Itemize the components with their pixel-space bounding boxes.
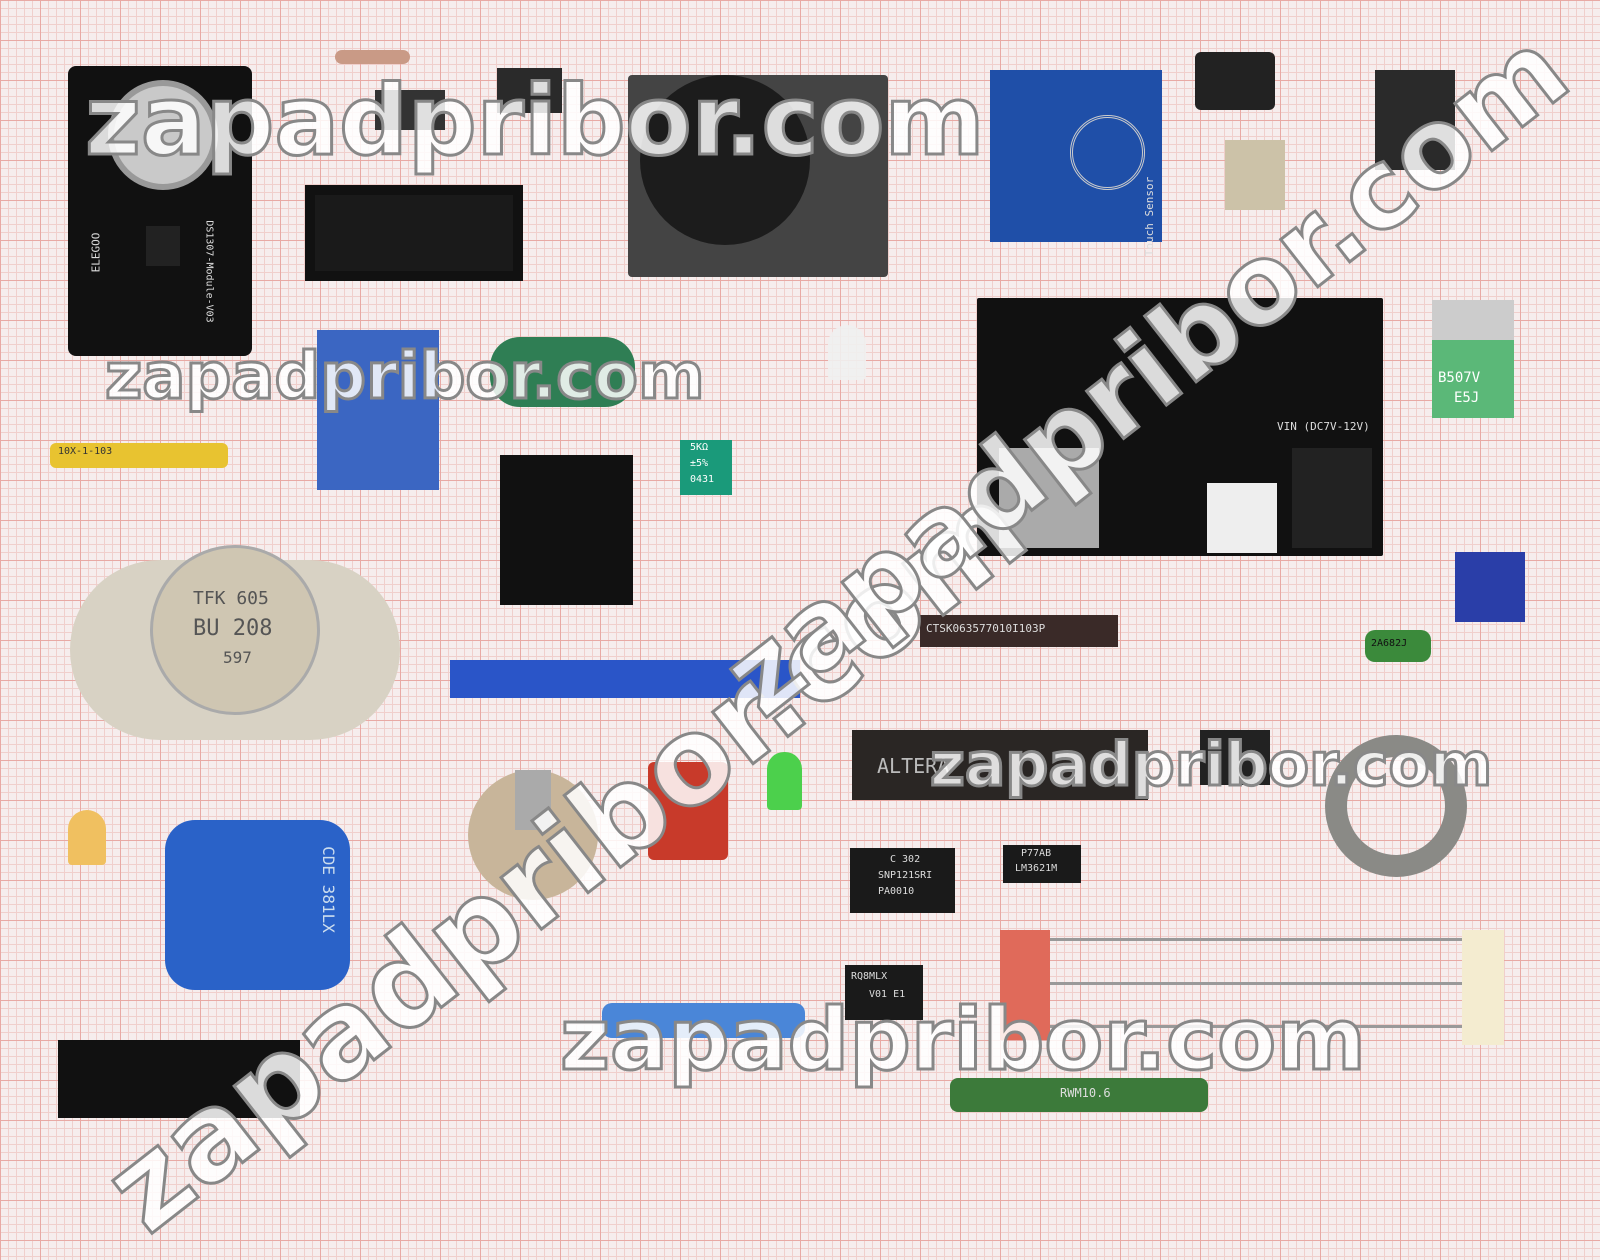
diode-tape-right xyxy=(1462,930,1504,1045)
soic1-line1: P77AB xyxy=(1021,848,1052,859)
to220-green-line2: E5J xyxy=(1454,390,1480,406)
coin-cell xyxy=(108,80,218,190)
soic3-line2: V01 E1 xyxy=(869,989,906,1000)
wirewound-label: RWM10.6 xyxy=(1060,1086,1111,1100)
joystick-knob xyxy=(640,75,810,245)
edge-connector xyxy=(450,660,800,698)
ic-socket xyxy=(305,185,523,281)
sip-resistor: 10X-1-103 xyxy=(50,443,228,468)
resistor xyxy=(335,50,410,64)
eprom-label: ALTERA xyxy=(877,754,950,778)
watermark: zapadpribor.com xyxy=(84,64,987,179)
dc-jack xyxy=(1292,448,1372,548)
soic3-line1: RQ8MLX xyxy=(851,971,888,982)
led-clear xyxy=(828,325,866,380)
rtc-name: DS1307-Module-V03 xyxy=(203,220,215,323)
diode-lead-2 xyxy=(1050,982,1462,985)
crystal xyxy=(1225,140,1285,210)
to220-green-line1: B507V xyxy=(1438,370,1481,386)
dip-ic-small xyxy=(497,68,562,113)
resistor-network-label: CTSK063577010I103P xyxy=(926,622,1046,635)
rtc-brand: ELEGOO xyxy=(89,232,103,273)
ic-chip xyxy=(146,226,180,266)
yellow-led xyxy=(68,810,106,865)
to220-transistor xyxy=(1375,70,1455,170)
green-led xyxy=(767,752,802,810)
touch-sensor-label: Touch Sensor xyxy=(1143,176,1157,257)
pot-shaft xyxy=(515,770,551,830)
diode-tape xyxy=(1000,930,1050,1040)
watermark: zapadpribor.com xyxy=(104,339,707,416)
diode-lead-1 xyxy=(1050,938,1462,941)
to3-line3: 597 xyxy=(223,648,252,667)
blue-electrolytic-capacitor: CDE 381LX xyxy=(165,820,350,990)
breadboard-power-module: VIN (DC7V-12V) xyxy=(977,298,1383,556)
gyro-module xyxy=(317,330,439,490)
wirewound-resistor: RWM10.6 xyxy=(950,1078,1208,1112)
trimmer-line3: 0431 xyxy=(690,474,715,485)
blue-resistor xyxy=(602,1003,805,1038)
film-capacitor: 2A682J xyxy=(1365,630,1431,662)
soic-chip-1: P77AB LM3621M xyxy=(1003,845,1081,883)
eprom-chip: ALTERA xyxy=(852,730,1148,800)
trimmer-line1: 5KΩ xyxy=(690,442,709,453)
to3-can: TFK 605 BU 208 597 xyxy=(150,545,320,715)
inductor xyxy=(1195,52,1275,110)
soic-chip-2: C 302 SNP121SRI PA0010 xyxy=(850,848,955,913)
trimmer-line2: ±5% xyxy=(690,458,709,469)
to3-line1: TFK 605 xyxy=(193,588,269,609)
to220-green: B507V E5J xyxy=(1432,300,1514,418)
watermark: zapadpribor.com xyxy=(928,729,1493,802)
power-switch xyxy=(1207,483,1277,553)
touch-sensor-module: Touch Sensor xyxy=(990,70,1162,256)
diode-lead-3 xyxy=(1050,1025,1462,1028)
soic2-line1: C 302 xyxy=(890,854,921,865)
polyfuse xyxy=(648,762,728,860)
film-cap-label: 2A682J xyxy=(1371,638,1408,649)
watermark: zapadpribor.com xyxy=(559,989,1368,1092)
to3-line2: BU 208 xyxy=(193,616,273,641)
ic-socket-bottom xyxy=(58,1040,300,1118)
rtc-module: ELEGOO DS1307-Module-V03 xyxy=(68,66,252,356)
soic2-line2: SNP121SRI xyxy=(878,870,933,881)
trimpot-blue xyxy=(1455,552,1525,622)
touch-pad xyxy=(1070,115,1145,190)
joystick-module xyxy=(628,75,888,277)
soic-chip-3: RQ8MLX V01 E1 xyxy=(845,965,923,1020)
electrolytic-cap-green xyxy=(490,337,635,407)
sip-resistor-label: 10X-1-103 xyxy=(58,446,113,457)
dip-ic xyxy=(375,90,445,130)
soic1-line2: LM3621M xyxy=(1015,863,1058,874)
relay-socket xyxy=(500,455,633,605)
trimmer-resistor: 5KΩ ±5% 0431 xyxy=(680,440,732,495)
power-module-label: VIN (DC7V-12V) xyxy=(1277,420,1370,433)
cap-label: CDE 381LX xyxy=(318,846,338,933)
soic2-line3: PA0010 xyxy=(878,886,915,897)
usb-port xyxy=(999,448,1099,548)
soic-chip-small xyxy=(1200,730,1270,785)
resistor-network: CTSK063577010I103P xyxy=(920,615,1118,647)
